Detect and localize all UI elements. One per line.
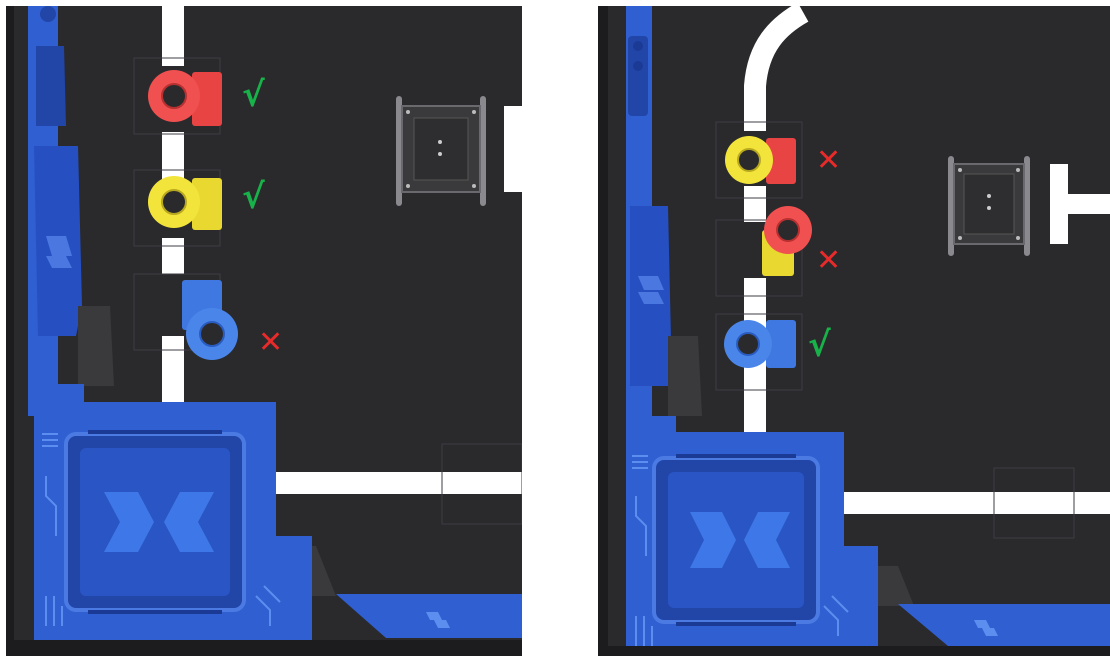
cross-icon: ✕	[816, 146, 841, 176]
right-panel: ✕ ✕ √	[598, 6, 1110, 656]
left-panel: √ √ ✕	[6, 6, 522, 656]
cross-icon: ✕	[816, 246, 841, 276]
check-icon: √	[242, 180, 265, 214]
mat-edge	[6, 6, 14, 656]
yellow-ring-red-block	[725, 136, 796, 184]
mat-bottom-edge	[6, 640, 522, 656]
circuit-board	[34, 384, 312, 640]
yellow-ring-block	[148, 176, 222, 230]
cross-icon: ✕	[258, 328, 283, 358]
check-icon: √	[808, 328, 831, 362]
circuit-board	[626, 416, 878, 648]
blue-ring-block	[724, 320, 796, 368]
right-mat-scene	[598, 6, 1110, 656]
mat-bottom-edge	[598, 646, 1110, 656]
check-icon: √	[242, 78, 265, 112]
mat-edge	[598, 6, 608, 656]
